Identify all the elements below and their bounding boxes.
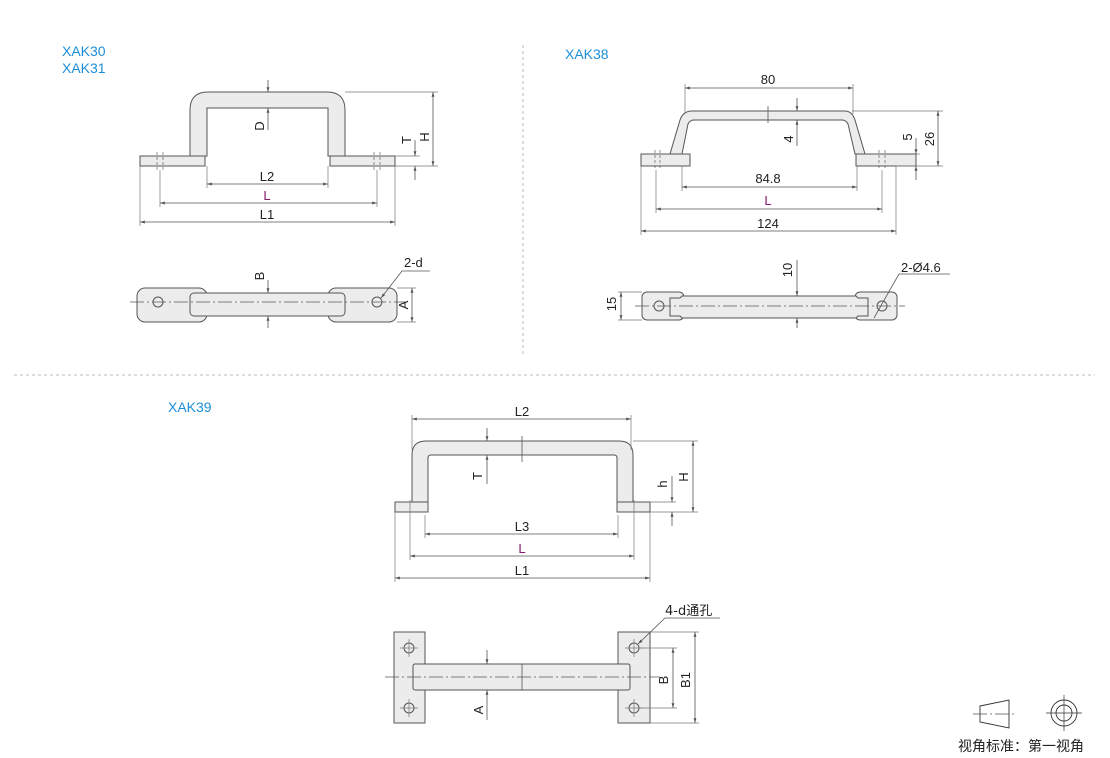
dim-D: D	[252, 121, 267, 130]
dim-L1: L1	[260, 207, 274, 222]
dim-H: H	[676, 472, 691, 481]
truncated-cone-icon	[979, 699, 1010, 729]
dim-5: 5	[900, 133, 915, 140]
dim-h: h	[655, 480, 670, 487]
projection-label: 视角标准：第一视角	[958, 738, 1084, 755]
dim-B1: B1	[678, 672, 693, 688]
mounting-holes	[400, 639, 643, 717]
dim-A: A	[471, 705, 486, 714]
dim-124: 124	[757, 216, 779, 231]
model-title-xak39: XAK39	[168, 399, 212, 415]
xak30-section: XAK30 XAK31 L2 L L1 D T	[62, 43, 438, 328]
xak30-front-view: L2 L L1 D T H	[139, 80, 438, 226]
dim-15: 15	[604, 297, 619, 311]
dim-T: T	[399, 136, 414, 144]
holes-label: 2-Ø4.6	[901, 260, 941, 275]
xak38-top-view: 10 15 2-Ø4.6	[604, 260, 950, 328]
dim-L: L	[518, 541, 525, 556]
holes-label: 4-d通孔	[665, 604, 712, 619]
dim-B: B	[252, 272, 267, 281]
model-title-xak30: XAK30	[62, 43, 106, 59]
xak39-section: XAK39 L2 L3 L L1 T h H	[168, 399, 720, 724]
model-title-xak38: XAK38	[565, 46, 609, 62]
holes-label: 2-d	[404, 255, 423, 270]
dim-L1: L1	[515, 563, 529, 578]
xak39-top-view: 4-d通孔 A B B1	[385, 604, 720, 724]
dim-B: B	[656, 676, 671, 685]
dim-H: H	[417, 132, 432, 141]
dim-26: 26	[922, 132, 937, 146]
projection-symbol: 视角标准：第一视角	[958, 695, 1084, 755]
dim-L2: L2	[515, 404, 529, 419]
dim-84-8: 84.8	[755, 171, 780, 186]
xak38-section: XAK38 80 84.8 L 124 4	[565, 46, 950, 328]
dim-T: T	[470, 472, 485, 480]
xak30-top-view: B A 2-d	[130, 255, 430, 328]
dim-L3: L3	[515, 519, 529, 534]
dim-L: L	[764, 193, 771, 208]
dim-4: 4	[781, 135, 796, 142]
xak39-front-view: L2 L3 L L1 T h H	[394, 404, 698, 582]
model-title-xak31: XAK31	[62, 60, 106, 76]
dim-A: A	[396, 300, 411, 309]
dim-10: 10	[780, 263, 795, 277]
dim-L: L	[263, 188, 270, 203]
dim-80: 80	[761, 72, 775, 87]
dim-L2: L2	[260, 169, 274, 184]
xak38-front-view: 80 84.8 L 124 4 5 26	[640, 72, 943, 235]
circle-view-icon	[1046, 695, 1082, 731]
